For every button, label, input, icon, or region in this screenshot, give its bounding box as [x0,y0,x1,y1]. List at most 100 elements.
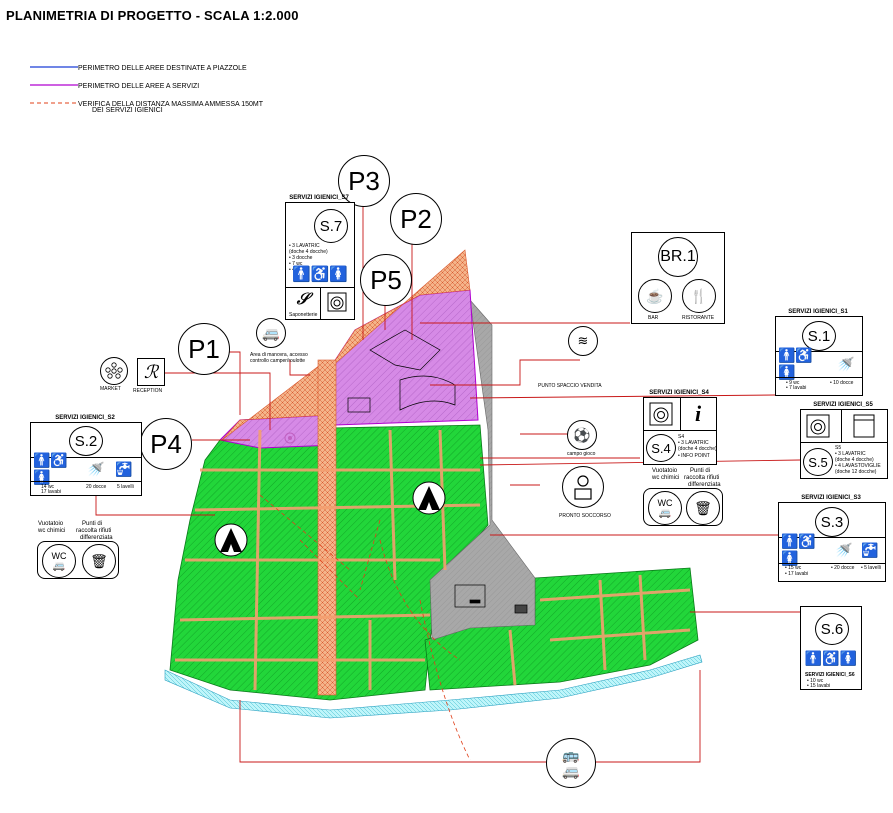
legend-label: PERIMETRO DELLE AREE DESTINATE A PIAZZOL… [78,64,247,72]
punti-label: raccolta rifiuti [76,528,112,534]
bar-label: BAR [648,315,659,321]
label-p2: P2 [390,193,442,245]
wc-text: WC [657,497,673,508]
s5-title: SERVIZI IGIENICI_S5 [813,402,873,408]
s4-title: SERVIZI IGIENICI_S4 [649,390,709,396]
punti-label: differenziata [80,535,113,541]
service-box-s5: S.5 S5 • 3 LAVATRIC (doche 4 docche) • 4… [800,409,888,479]
cutlery-icon: 🍴 [682,279,716,313]
legend-line-orange-dashed [30,102,78,104]
s3-title: SERVIZI IGIENICI_S3 [801,495,861,501]
label-p5: P5 [360,254,412,306]
s5-text: • 4 LAVASTOVIGLIE [835,463,881,469]
campervan-service-icon: 🚌🚐 [546,738,596,788]
market-label: MARKET [100,386,121,392]
s4-text: • INFO POINT [678,453,710,459]
s5-text: (doche 4 docche) [835,457,874,463]
waste-bin-icon: 🗑 [686,491,720,525]
punti-label: differenziata [688,482,721,488]
service-box-br1: BR.1 ☕ 🍴 BAR RISTORANTE [631,232,725,324]
shower-icon: 🚿 [835,541,853,558]
s5-text: S5 [835,445,842,451]
vuotatoio-label: Vuotatoio [652,468,678,474]
s5-text: • 3 LAVATRIC [835,451,866,457]
waste-box-west: WC🚐 🗑 [37,541,119,579]
label-p1: P1 [178,323,230,375]
punti-label: raccolta rifiuti [684,475,720,481]
label-s1: S.1 [802,321,836,351]
wc-text: WC [51,550,67,561]
label-p4: P4 [140,418,192,470]
label-s6: S.6 [815,613,849,645]
reception-label: RECEPTION [133,388,163,394]
internal-roads [175,429,691,691]
green-buffer-north [329,249,471,369]
s2-col: 14 wc [41,484,55,490]
camping-icon [214,523,248,557]
water-waves-icon: ≋ [568,326,598,356]
s7-sub: Saponetterie [289,312,318,318]
s1-col: • 7 lavabi [786,385,807,391]
s6-text: • 15 lavabi [807,683,831,689]
s3-col: • 20 docce [831,565,855,571]
s3-col: • 15 wc [785,565,802,571]
coffee-cup-icon: ☕ [638,279,672,313]
s7-text: • 4 lavabi [289,267,310,273]
label-br1: BR.1 [658,237,698,277]
legend-line-blue [30,66,78,68]
waste-bin-icon: 🗑 [82,544,116,578]
waste-box-east: WC🚐 🗑 [643,488,723,526]
s7-text: • 7 wc [289,261,303,267]
campervan-icon: 🚐 [256,318,286,348]
info-icon: i [694,401,702,426]
label-s4: S.4 [646,434,676,462]
soap-icon: 𝒮 [296,291,310,308]
legend-item-verifica: VERIFICA DELLA DISTANZA MASSIMA AMMESSA … [30,98,263,110]
page-title: PLANIMETRIA DI PROGETTO - SCALA 1:2.000 [6,8,299,23]
camping-icon [412,481,446,515]
s6-text: • 10 wc [807,678,824,684]
service-box-s4: i S.4 S4 • 3 LAVATRIC (doche 4 docche) •… [643,397,717,465]
faucet-icon: 🚰 [861,541,879,558]
label-s2: S.2 [69,426,103,456]
s4-text: (doche 4 docche) [678,446,717,452]
s1-col: • 9 wc [786,380,800,386]
toilet-people-icon: 🚹♿🚺 [804,649,858,666]
s7-text: • 3 docche [289,255,313,261]
s1-col: • 10 docce [830,380,854,386]
main-road [317,359,337,696]
game-icon: ⚽ [567,420,597,450]
reception-icon: ℛ [137,358,165,386]
ristorante-label: RISTORANTE [682,315,715,321]
dishwasher-icon [851,413,877,439]
legend-item-servizi: PERIMETRO DELLE AREE A SERVIZI [30,80,199,92]
label-s5: S.5 [803,448,833,476]
service-box-s2: S.2 🚹♿🚺 🚿 🚰 14 wc 17 lavabi 20 docce 5 l… [30,422,142,496]
legend-label: PERIMETRO DELLE AREE A SERVIZI [78,82,200,90]
punto-spaccio-label: PUNTO SPACCIO VENDITA [538,383,602,389]
washing-machine-icon [648,401,674,427]
market-icon [100,357,128,385]
legend-label-2: DEI SERVIZI IGIENICI [92,107,163,114]
map-marker [288,436,292,440]
s6-title: SERVIZI IGIENICI_S6 [805,672,855,678]
toilet-people-icon: 🚹♿🚺 [781,533,816,566]
map-marker [284,432,296,444]
buildings [347,329,528,614]
manovra-text: controllo camper/roulotte [250,358,306,364]
s1-title: SERVIZI IGIENICI_S1 [788,309,848,315]
shower-icon: 🚿 [87,460,105,477]
service-box-s1: S.1 🚹♿🚺 🚿 • 9 wc • 7 lavabi • 10 docce [775,316,863,396]
s7-text: • 3 LAVATRIC [289,243,320,249]
s7-text: (doche 4 docche) [289,249,328,255]
label-s3: S.3 [815,507,849,537]
s2-col: 20 docce [86,484,107,490]
distance-lines [259,494,471,761]
label-s7: S.7 [314,209,348,243]
washing-machine-icon [805,413,831,439]
parking-area [429,299,536,641]
punti-label: Punti di [690,468,711,474]
service-box-s6: S.6 🚹♿🚺 SERVIZI IGIENICI_S6 • 10 wc • 15… [800,606,862,690]
s5-text: (doche 12 docche) [835,469,877,475]
